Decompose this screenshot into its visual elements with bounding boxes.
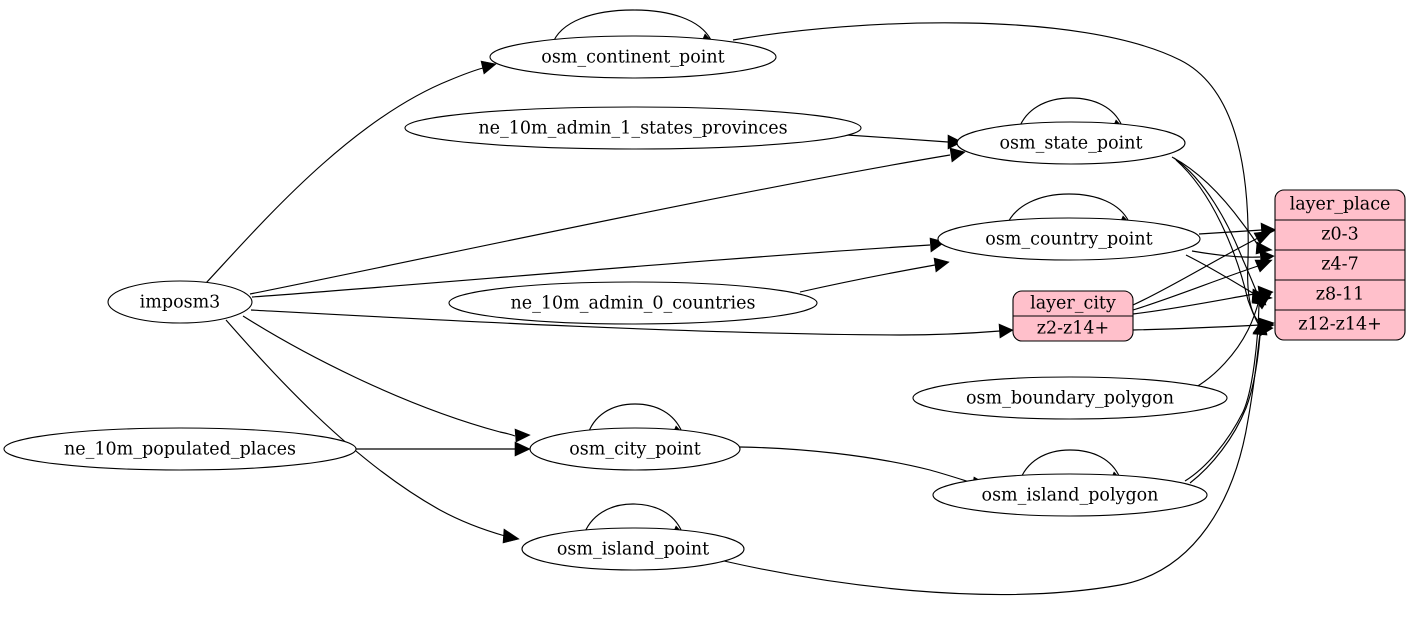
edge-ne_10m_populated_places-to-osm_city_point <box>356 441 531 457</box>
edge-ne_10m_admin_0-to-osm_country_point <box>799 257 950 293</box>
node-osm_island_point[interactable]: osm_island_point <box>521 527 745 571</box>
node-label-ne_10m_populated_places: ne_10m_populated_places <box>64 440 296 460</box>
edge-ne_10m_admin_1-to-osm_state_point <box>846 134 963 150</box>
edge-layer <box>205 9 1277 596</box>
node-shape-ne_10m_populated_places[interactable] <box>3 427 357 471</box>
node-ne_10m_admin_0_countries[interactable]: ne_10m_admin_0_countries <box>448 281 818 325</box>
record-node-layer_place[interactable]: layer_place z0-3 z4-7 z8-11 z12-z14+ <box>1274 189 1406 341</box>
node-osm_boundary_polygon[interactable]: osm_boundary_polygon <box>912 376 1228 420</box>
node-shape-ne_10m_admin_0_countries[interactable] <box>448 281 818 325</box>
node-imposm3[interactable]: imposm3 <box>107 280 253 324</box>
node-shape-imposm3[interactable] <box>107 280 253 324</box>
node-osm_city_point[interactable]: osm_city_point <box>529 427 741 471</box>
node-label-ne_10m_admin_0_countries: ne_10m_admin_0_countries <box>511 294 756 314</box>
record-row-layer_place-z8[interactable]: z8-11 <box>1316 285 1365 305</box>
edge-layer_city-to-layer_place-z0 <box>1132 230 1273 306</box>
node-osm_island_polygon[interactable]: osm_island_polygon <box>932 473 1208 517</box>
record-row-layer_city-title[interactable]: layer_city <box>1030 294 1116 314</box>
node-osm_state_point[interactable]: osm_state_point <box>956 121 1186 165</box>
record-shape-layer_place[interactable] <box>1274 189 1406 341</box>
edge-imposm3-to-osm_continent_point <box>205 60 497 284</box>
edge-imposm3-to-osm_state_point <box>249 147 966 295</box>
node-osm_continent_point[interactable]: osm_continent_point <box>489 35 777 79</box>
node-label-osm_state_point: osm_state_point <box>999 134 1142 154</box>
edge-osm_island_polygon-to-layer_place-z8 <box>1184 290 1267 482</box>
record-node-layer_city[interactable]: layer_city z2-z14+ <box>1012 290 1134 342</box>
node-shape-osm_country_point[interactable] <box>937 217 1201 261</box>
node-label-osm_island_polygon: osm_island_polygon <box>982 486 1159 506</box>
edge-imposm3-to-osm_city_point <box>242 315 531 443</box>
record-row-layer_city-z2[interactable]: z2-z14+ <box>1037 319 1109 339</box>
node-shape-osm_island_point[interactable] <box>521 527 745 571</box>
record-row-layer_place-z4[interactable]: z4-7 <box>1321 255 1358 275</box>
node-shape-osm_boundary_polygon[interactable] <box>912 376 1228 420</box>
edge-layer_city-to-layer_place-z4 <box>1132 259 1273 311</box>
edge-osm_island_point-to-layer_place-z12 <box>723 319 1268 596</box>
node-layer: imposm3 osm_continent_point ne_10m_admin… <box>3 35 1228 571</box>
record-row-layer_place-z12[interactable]: z12-z14+ <box>1298 315 1382 335</box>
node-label-ne_10m_admin_1_states_provinces: ne_10m_admin_1_states_provinces <box>478 119 787 139</box>
node-label-imposm3: imposm3 <box>140 293 221 313</box>
record-row-layer_place-z0[interactable]: z0-3 <box>1321 225 1358 245</box>
node-shape-osm_state_point[interactable] <box>956 121 1186 165</box>
node-label-osm_boundary_polygon: osm_boundary_polygon <box>966 389 1174 409</box>
node-label-osm_island_point: osm_island_point <box>557 540 709 560</box>
node-shape-osm_continent_point[interactable] <box>489 35 777 79</box>
edge-imposm3-to-osm_island_point <box>225 319 520 544</box>
node-label-osm_continent_point: osm_continent_point <box>541 48 724 68</box>
node-label-osm_country_point: osm_country_point <box>985 230 1152 250</box>
node-ne_10m_populated_places[interactable]: ne_10m_populated_places <box>3 427 357 471</box>
edge-imposm3-to-layer_city <box>250 309 1014 339</box>
node-shape-osm_island_polygon[interactable] <box>932 473 1208 517</box>
node-label-osm_city_point: osm_city_point <box>569 440 701 460</box>
node-ne_10m_admin_1_states_provinces[interactable]: ne_10m_admin_1_states_provinces <box>404 106 862 150</box>
record-row-layer_place-title[interactable]: layer_place <box>1290 195 1391 215</box>
node-shape-ne_10m_admin_1_states_provinces[interactable] <box>404 106 862 150</box>
node-osm_country_point[interactable]: osm_country_point <box>937 217 1201 261</box>
node-shape-osm_city_point[interactable] <box>529 427 741 471</box>
